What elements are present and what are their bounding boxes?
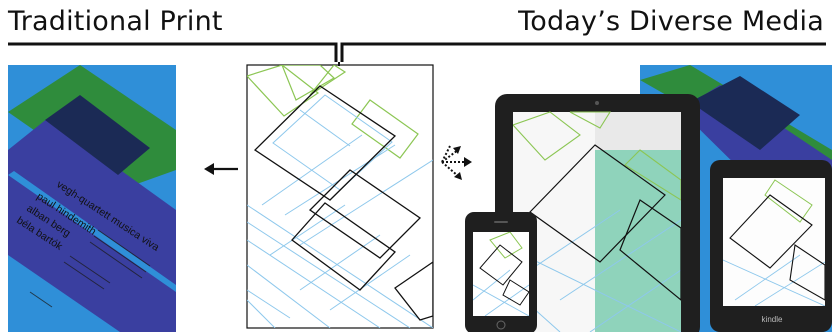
dotted-arrows-icon bbox=[442, 146, 466, 176]
heading-bracket bbox=[8, 44, 826, 62]
iphone-device bbox=[465, 212, 537, 332]
kindle-label: kindle bbox=[762, 315, 783, 324]
arrow-left-icon bbox=[204, 163, 238, 175]
kindle-device: kindle bbox=[710, 160, 832, 332]
grid-sheet bbox=[247, 62, 433, 328]
